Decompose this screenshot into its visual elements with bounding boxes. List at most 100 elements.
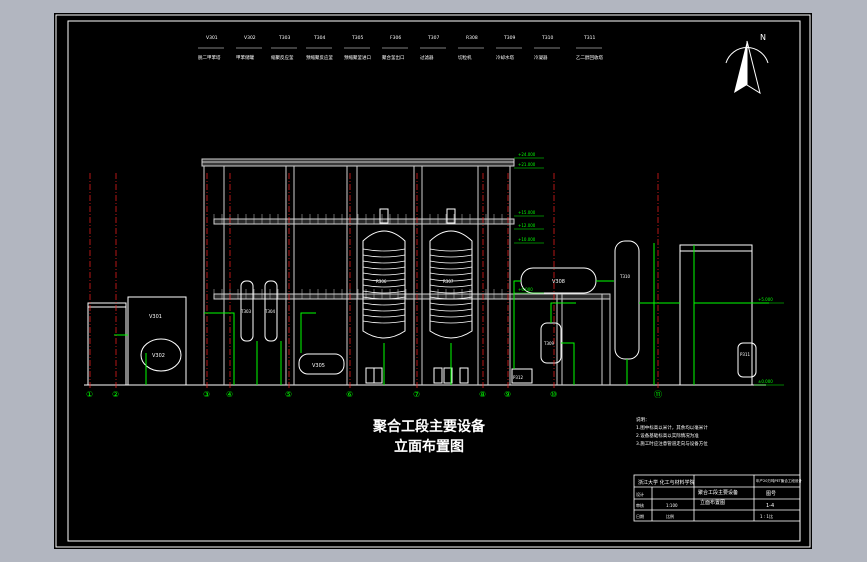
support-pedestal	[433, 367, 443, 384]
reactor-coil	[429, 278, 473, 282]
support-pedestal	[433, 367, 443, 384]
axis-bubble: ⑦	[413, 390, 420, 399]
reactor-coil	[362, 248, 406, 252]
reactor-coil	[362, 308, 406, 312]
axis-bubble: ①	[86, 390, 93, 399]
title-block: 浙江大学 化工与材料学院 聚合工段主要设备 立面布置图 年产20万吨PET聚合工…	[633, 474, 802, 522]
support-pedestal	[373, 367, 383, 384]
reactor-coil	[362, 278, 406, 282]
elevation-label: ±0.000	[758, 379, 773, 384]
tb-school: 浙江大学 化工与材料学院	[638, 479, 695, 486]
elevation-label: +15.000	[518, 210, 536, 215]
column-b	[264, 280, 278, 342]
reactor-coil	[429, 254, 473, 258]
pipe-8	[550, 302, 576, 323]
tower-right	[679, 244, 753, 386]
elevation-label: +24.000	[518, 152, 536, 157]
elevation-label: +10.000	[518, 237, 536, 242]
reactor-coil	[429, 314, 473, 318]
north-arrow-right	[746, 40, 761, 95]
pipe-6	[513, 280, 521, 369]
axis-bubble: ⑪	[654, 390, 662, 399]
equipment-label-tag: T309	[503, 35, 515, 41]
floor-1-platform-right	[509, 293, 611, 300]
tb-code: 图号	[766, 491, 776, 497]
column-a	[240, 280, 254, 342]
reactor-coil	[362, 272, 406, 276]
reactor-coil	[362, 284, 406, 288]
elevation-label: +5.000	[758, 297, 773, 302]
support-pedestal	[459, 367, 469, 384]
tank-left-tag: V301	[149, 314, 162, 320]
reactor-coil	[362, 302, 406, 306]
drawing-title-line2: 立面布置图	[394, 438, 464, 455]
title-block-frame	[633, 474, 801, 522]
axis-bubble: ②	[112, 390, 119, 399]
reactor-coil	[429, 272, 473, 276]
drum-left	[140, 338, 182, 372]
drum-mid-tag: V305	[312, 363, 325, 369]
support-pedestal	[443, 367, 453, 384]
reactor-coil	[362, 296, 406, 300]
reactor-coil	[362, 254, 406, 258]
axis-bubble: ⑧	[479, 390, 486, 399]
drum-mid	[298, 353, 345, 375]
tb-name-2: 立面布置图	[700, 499, 725, 506]
reactor-coil	[429, 266, 473, 270]
pump-mid-tag: P312	[513, 375, 524, 380]
north-arrow: N	[725, 33, 769, 95]
axis-bubble: ⑩	[550, 390, 557, 399]
elevation-marks: +24.000+21.000+15.000+12.000+10.000+6.00…	[514, 152, 784, 386]
left-platform-tank	[87, 302, 127, 386]
column-b-tag: T304	[264, 309, 276, 314]
drum-right-tag: V308	[552, 279, 565, 285]
reactor-coil	[362, 260, 406, 264]
tb-sheet: 1-4	[766, 503, 774, 509]
equipment-label-name: 切粒机	[458, 54, 472, 61]
vessel-right-tag: T309	[543, 341, 555, 346]
tb-name-1: 聚合工段主要设备	[698, 489, 738, 496]
equipment-label-name: 冷却水塔	[496, 54, 514, 61]
reactor-b	[429, 230, 473, 339]
reactor-coil	[429, 302, 473, 306]
elevation-label: +6.000	[518, 287, 533, 292]
note-line: 说明：	[636, 416, 650, 423]
inner-border	[67, 20, 801, 542]
reactor-coil	[429, 260, 473, 264]
reactor-coil	[429, 284, 473, 288]
equipment-label-tag: T304	[313, 35, 325, 41]
elevation-label: +21.000	[518, 162, 536, 167]
column-right-tag: T310	[619, 274, 631, 279]
equipment-label-tag: T303	[278, 35, 290, 41]
reactor-a-head	[379, 208, 389, 224]
equipment-label-name: 乙二醇回收塔	[576, 54, 603, 61]
equipment-label-tag: T311	[583, 35, 595, 41]
reactor-coil	[429, 320, 473, 324]
reactor-coil	[362, 266, 406, 270]
tb-ratio: 1 : 1比	[760, 513, 773, 519]
drum-left-tag: V302	[152, 353, 165, 359]
equipment-label-name: 缩聚反应釜	[271, 54, 294, 61]
reactor-coil	[362, 320, 406, 324]
equipment-label-tag: T305	[351, 35, 363, 41]
pipe-17	[204, 312, 235, 385]
column-a-tag: T303	[240, 309, 252, 314]
equipment-label-name: 聚合釜出口	[382, 54, 405, 61]
equipment-label-name: 预缩聚反应釜	[306, 54, 333, 61]
pump-right	[737, 342, 757, 378]
axis-bubble: ⑨	[504, 390, 511, 399]
reactor-coil	[429, 248, 473, 252]
axis-bubble: ④	[226, 390, 233, 399]
pump-right-tag: P311	[740, 352, 751, 357]
axis-bubble: ⑤	[285, 390, 292, 399]
equipment-label-tag: T310	[541, 35, 553, 41]
equipment-label-tag: V302	[244, 35, 256, 41]
equipment-label-name: 预缩聚釜进口	[344, 54, 371, 61]
axis-bubble: ⑥	[346, 390, 353, 399]
column-right	[614, 240, 640, 360]
outer-border	[55, 14, 811, 548]
equipment-label-tag: R308	[466, 35, 478, 41]
